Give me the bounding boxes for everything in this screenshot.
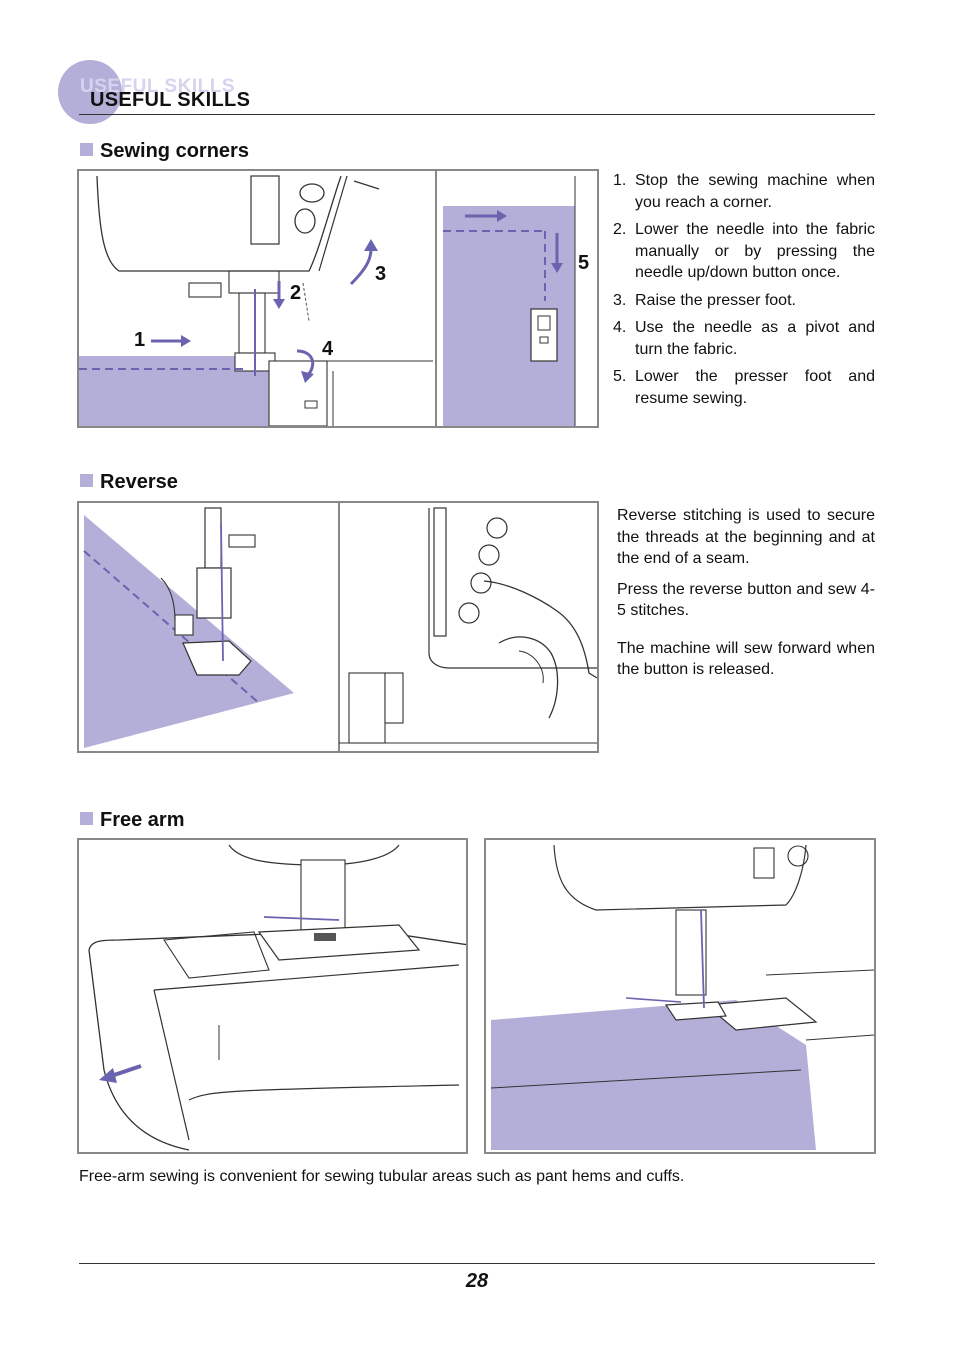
callout-5: 5	[578, 252, 590, 274]
sewing-corners-illustration: 1 2 3 4 5	[77, 169, 599, 428]
step-text: Lower the needle into the fabric manuall…	[635, 221, 875, 281]
free-arm-left-drawing	[88, 844, 466, 1151]
step-number: 4.	[613, 319, 627, 336]
step-item: 2. Lower the needle into the fabric manua…	[613, 219, 875, 284]
reverse-heading: Reverse	[80, 471, 178, 494]
callout-1: 1	[134, 329, 146, 351]
step-number: 5.	[613, 368, 627, 385]
reverse-heading-text: Reverse	[100, 471, 178, 493]
footer-rule	[79, 1263, 875, 1264]
callout-4: 4	[322, 338, 334, 360]
step-item: 4. Use the needle as a pivot and turn the…	[613, 317, 875, 360]
step-text: Lower the presser foot and resume sewing…	[635, 368, 875, 407]
page-number: 28	[465, 1270, 489, 1292]
free-arm-right-drawing	[490, 844, 874, 1150]
free-arm-heading-text: Free arm	[100, 809, 185, 831]
step-number: 1.	[613, 172, 627, 189]
step-item: 1. Stop the sewing machine when you reach…	[613, 170, 875, 213]
header-ghost-title: USEFUL SKILLS	[80, 76, 235, 97]
sewing-corners-drawing	[79, 171, 576, 426]
step-text: Raise the presser foot.	[635, 291, 796, 309]
callout-2: 2	[290, 282, 302, 304]
reverse-drawing	[83, 503, 597, 751]
step-text: Use the needle as a pivot and turn the f…	[635, 319, 875, 358]
step-text: Stop the sewing machine when you reach a…	[635, 172, 875, 211]
step-number: 2.	[613, 221, 627, 238]
square-bullet-icon	[80, 812, 93, 825]
reverse-text: Reverse stitching is used to secure the …	[617, 505, 875, 681]
reverse-illustration	[77, 501, 599, 753]
free-arm-illustration-right	[484, 838, 876, 1154]
step-item: 5. Lower the presser foot and resume sewi…	[613, 366, 875, 409]
sewing-corners-steps: 1. Stop the sewing machine when you reach…	[613, 170, 875, 415]
square-bullet-icon	[80, 474, 93, 487]
reverse-paragraph: Reverse stitching is used to secure the …	[617, 507, 875, 567]
free-arm-caption: Free-arm sewing is convenient for sewing…	[79, 1168, 685, 1185]
sewing-corners-heading-text: Sewing corners	[100, 140, 249, 162]
free-arm-illustration-left	[77, 838, 468, 1154]
square-bullet-icon	[80, 143, 93, 156]
header-rule	[79, 114, 875, 115]
header-circle-decoration	[58, 60, 122, 124]
step-number: 3.	[613, 291, 627, 309]
free-arm-heading: Free arm	[80, 809, 185, 832]
callout-3: 3	[375, 263, 387, 285]
step-item: 3. Raise the presser foot.	[613, 290, 875, 312]
reverse-paragraph: The machine will sew forward when the bu…	[617, 639, 875, 679]
reverse-paragraph: Press the reverse button and sew 4-5 sti…	[617, 580, 875, 620]
page-section-title: USEFUL SKILLS	[90, 89, 251, 111]
sewing-corners-heading: Sewing corners	[80, 140, 249, 163]
